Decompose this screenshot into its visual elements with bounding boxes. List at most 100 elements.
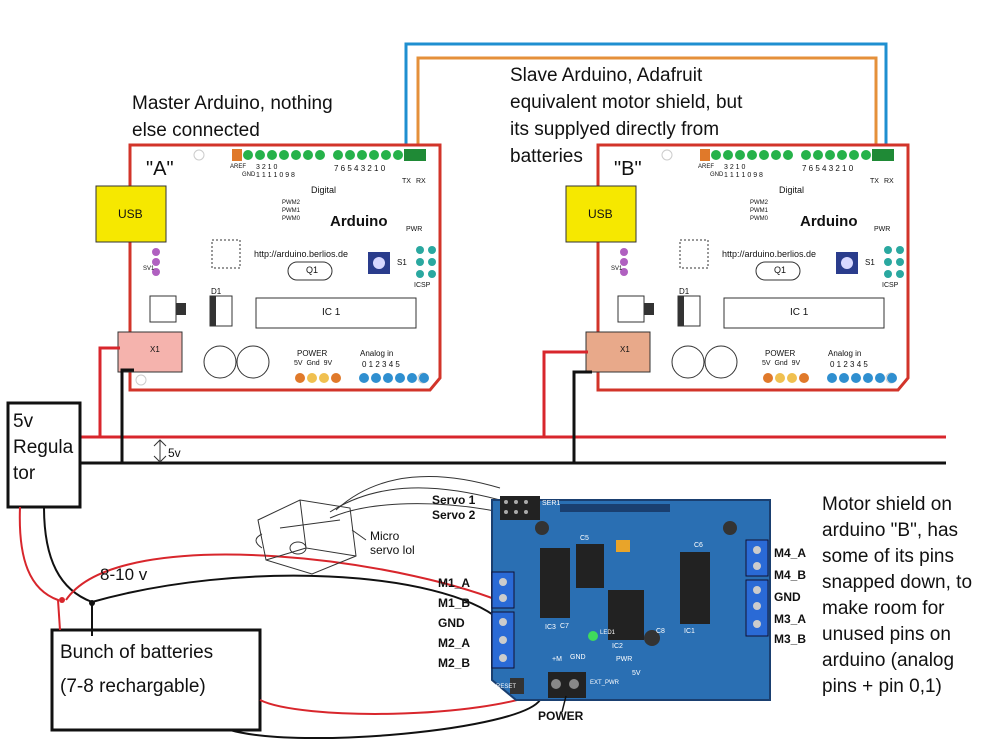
servo1-label: Servo 1: [432, 493, 476, 507]
arduino-a-tx: TX: [402, 178, 411, 185]
shield-right-pin-4: M3_B: [774, 632, 807, 646]
arduino-b-power-pins: 5V Gnd 9V: [762, 360, 801, 367]
shield-power-label: POWER: [538, 709, 584, 723]
shield-ic3: IC3: [545, 624, 556, 631]
arduino-b-analog: Analog in: [828, 349, 862, 358]
shield-right-pin-0: M4_A: [774, 546, 807, 560]
regulator-label: 5v Regula tor: [13, 411, 74, 484]
shield-c5: C5: [580, 535, 589, 542]
motor-shield: [491, 496, 771, 713]
shield-ic1: IC1: [684, 628, 695, 635]
arduino-a-usb-label: USB: [118, 207, 143, 221]
arduino-a-brand: Arduino: [330, 213, 388, 230]
arduino-b-board: [565, 143, 910, 392]
arduino-a-digital-lo: 7 6 5 4 3 2 1 0: [334, 164, 386, 173]
shield-led1: LED1: [600, 630, 616, 636]
servo-label: Micro servo lol: [370, 529, 415, 557]
arduino-b-tx: TX: [870, 178, 879, 185]
arduino-a-rx: RX: [416, 178, 426, 185]
arduino-b-pwr: PWR: [874, 226, 891, 233]
arduino-a-digital: Digital: [311, 185, 337, 195]
voltage-arrow: [153, 439, 167, 463]
batteries-label-line1: Bunch of batteries: [60, 642, 214, 663]
arduino-a-sv1: SV1: [143, 266, 155, 272]
arduino-a-analog-pins: 0 1 2 3 4 5: [362, 360, 400, 369]
arduino-a-pwm2: PWM2: [282, 200, 300, 206]
arduino-b-rx: RX: [884, 178, 894, 185]
usb-jack-a: [95, 185, 167, 243]
arduino-a-ic1: IC 1: [322, 307, 341, 318]
motor-shield-note: Motor shield on arduino "B", has some of…: [822, 494, 973, 697]
servo2-label: Servo 2: [432, 508, 476, 522]
arduino-b-power: POWER: [765, 349, 796, 358]
shield-gnd: GND: [570, 654, 586, 661]
arduino-b-x1: X1: [620, 345, 630, 354]
arduino-a-d1: D1: [211, 287, 222, 296]
shield-left-pin-1: M1_B: [438, 596, 471, 610]
arduino-a-digital-hi2: 3 2 1 0: [256, 164, 278, 171]
micro-servo-sketch: [255, 476, 501, 575]
shield-ser1: SER1: [542, 500, 561, 507]
arduino-a-q1: Q1: [306, 265, 319, 275]
arduino-b-digital-hi2: 3 2 1 0: [724, 164, 746, 171]
shield-5v: 5V: [632, 670, 641, 677]
shield-right-pin-1: M4_B: [774, 568, 807, 582]
arduino-b-ic1: IC 1: [790, 307, 809, 318]
shield-reset: RESET: [496, 684, 517, 690]
shield-m-plus: +M: [552, 656, 562, 663]
arduino-a-icsp: ICSP: [414, 282, 431, 289]
shield-c8: C8: [656, 628, 665, 635]
arduino-a-pwm1: PWM1: [282, 208, 300, 214]
serial-wire-blue: [404, 42, 888, 152]
shield-left-pin-3: M2_A: [438, 636, 471, 650]
battery-box: [50, 628, 262, 732]
arduino-a-gnd: GND: [242, 172, 256, 178]
arduino-b-pwm2: PWM2: [750, 200, 768, 206]
shield-right-pin-2: GND: [774, 590, 801, 604]
arduino-b-aref: AREF: [698, 164, 715, 170]
shield-right-pin-3: M3_A: [774, 612, 807, 626]
shield-left-pin-4: M2_B: [438, 656, 471, 670]
arduino-a-x1: X1: [150, 345, 160, 354]
arduino-b-digital: Digital: [779, 185, 805, 195]
arduino-b-pwm1: PWM1: [750, 208, 768, 214]
arduino-b-url: http://arduino.berlios.de: [722, 249, 817, 259]
arduino-b-sv1: SV1: [611, 266, 623, 272]
arduino-a-digital-hi: 1 1 1 1 0 9 8: [256, 172, 295, 179]
arduino-b-d1: D1: [679, 287, 690, 296]
arduino-a-s1: S1: [397, 258, 407, 267]
shield-ic2: IC2: [612, 643, 623, 650]
shield-ext-pwr: EXT_PWR: [590, 680, 620, 686]
slave-arduino-note: Slave Arduino, Adafruit equivalent motor…: [510, 65, 743, 167]
arduino-b-digital-lo: 7 6 5 4 3 2 1 0: [802, 164, 854, 173]
arduino-b-gnd: GND: [710, 172, 724, 178]
arduino-b-analog-pins: 0 1 2 3 4 5: [830, 360, 868, 369]
batteries-label-line2: (7-8 rechargable): [60, 676, 206, 697]
usb-jack-b: [565, 185, 637, 243]
arduino-a-board: [95, 143, 442, 392]
master-arduino-note: Master Arduino, nothing else connected: [132, 93, 333, 141]
shield-left-pin-2: GND: [438, 616, 465, 630]
shield-pwr: PWR: [616, 656, 633, 663]
arduino-b-digital-hi: 1 1 1 1 0 9 8: [724, 172, 763, 179]
arduino-a-power-pins: 5V Gnd 9V: [294, 360, 333, 367]
arduino-b-pwm0: PWM0: [750, 216, 768, 222]
battery-voltage-label: 8-10 v: [100, 565, 148, 584]
serial-wire-orange: [416, 56, 878, 152]
arduino-b-usb-label: USB: [588, 207, 613, 221]
rail-voltage-label: 5v: [168, 446, 181, 460]
shield-c7: C7: [560, 623, 569, 630]
arduino-b-letter: "B": [614, 158, 642, 180]
arduino-b-icsp: ICSP: [882, 282, 899, 289]
arduino-a-url: http://arduino.berlios.de: [254, 249, 349, 259]
regulator-box: [6, 401, 82, 509]
arduino-a-aref: AREF: [230, 164, 247, 170]
arduino-b-s1: S1: [865, 258, 875, 267]
shield-c6: C6: [694, 542, 703, 549]
arduino-a-pwm0: PWM0: [282, 216, 300, 222]
shield-left-pin-0: M1_A: [438, 576, 471, 590]
arduino-b-q1: Q1: [774, 265, 787, 275]
arduino-b-brand: Arduino: [800, 213, 858, 230]
arduino-a-letter: "A": [146, 158, 174, 180]
